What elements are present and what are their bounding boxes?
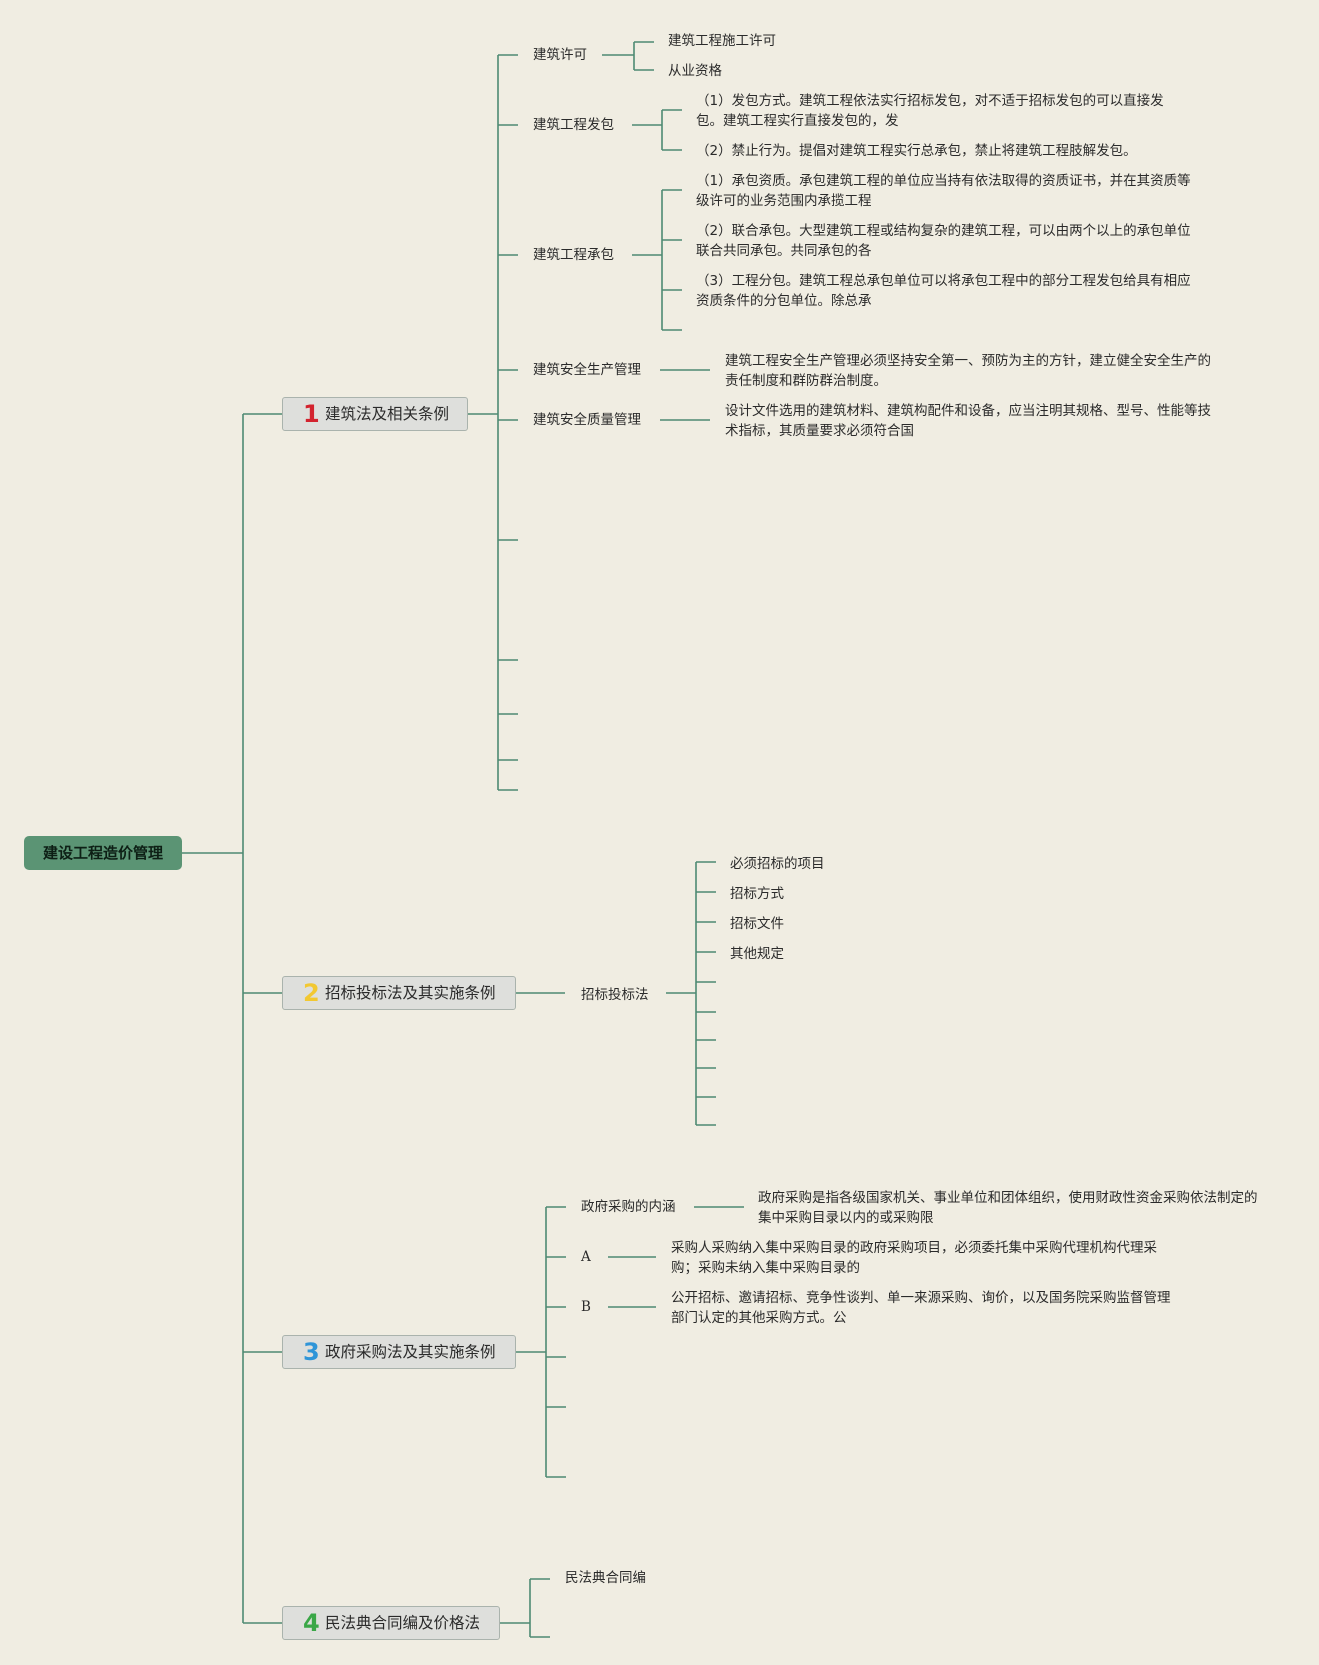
number-4-icon: 4 [303, 1609, 320, 1637]
leaf-mandatory-projects[interactable]: 必须招标的项目 [730, 856, 825, 872]
leaf-procurement-methods[interactable]: 公开招标、邀请招标、竞争性谈判、单一来源采购、询价，以及国务院采购监督管理部门认… [671, 1290, 1171, 1326]
branch-node-4[interactable]: 4 民法典合同编及价格法 [282, 1606, 500, 1640]
leaf-qualification[interactable]: 从业资格 [668, 63, 722, 79]
leaf-procurement-definition[interactable]: 政府采购是指各级国家机关、事业单位和团体组织，使用财政性资金采购依法制定的集中采… [758, 1190, 1258, 1226]
number-2-icon: 2 [303, 979, 320, 1007]
leaf-construction-permit[interactable]: 建筑工程施工许可 [668, 33, 776, 49]
branch-label: 政府采购法及其实施条例 [325, 1343, 496, 1361]
root-node[interactable]: 建设工程造价管理 [24, 836, 182, 870]
branch-label: 建筑法及相关条例 [325, 405, 450, 423]
leaf-material-specs[interactable]: 设计文件选用的建筑材料、建筑构配件和设备，应当注明其规格、型号、性能等技术指标，… [725, 403, 1211, 439]
leaf-centralized-procurement[interactable]: 采购人采购纳入集中采购目录的政府采购项目，必须委托集中采购代理机构代理采购；采购… [671, 1240, 1157, 1276]
leaf-other-rules[interactable]: 其他规定 [730, 946, 784, 962]
leaf-qualification-cert[interactable]: （1）承包资质。承包建筑工程的单位应当持有依法取得的资质证书，并在其资质等级许可… [696, 173, 1191, 209]
branch-node-1[interactable]: 1 建筑法及相关条例 [282, 397, 468, 431]
number-1-icon: 1 [303, 400, 320, 428]
node-b[interactable]: B [581, 1299, 591, 1315]
node-building-permit[interactable]: 建筑许可 [533, 47, 587, 63]
leaf-subcontracting[interactable]: （3）工程分包。建筑工程总承包单位可以将承包工程中的部分工程发包给具有相应资质条… [696, 273, 1191, 309]
leaf-bidding-methods[interactable]: 招标方式 [730, 886, 784, 902]
leaf-joint-contracting[interactable]: （2）联合承包。大型建筑工程或结构复杂的建筑工程，可以由两个以上的承包单位联合共… [696, 223, 1191, 259]
node-safety-quality[interactable]: 建筑安全质量管理 [533, 412, 641, 428]
leaf-bidding-documents[interactable]: 招标文件 [730, 916, 784, 932]
node-safety-production[interactable]: 建筑安全生产管理 [533, 362, 641, 378]
branch-label: 民法典合同编及价格法 [325, 1614, 481, 1632]
node-a[interactable]: A [581, 1249, 591, 1265]
leaf-prohibited-acts[interactable]: （2）禁止行为。提倡对建筑工程实行总承包，禁止将建筑工程肢解发包。 [696, 143, 1137, 159]
node-contracting[interactable]: 建筑工程承包 [533, 247, 614, 263]
number-3-icon: 3 [303, 1338, 320, 1366]
branch-node-2[interactable]: 2 招标投标法及其实施条例 [282, 976, 516, 1010]
node-civil-code-contracts[interactable]: 民法典合同编 [565, 1570, 646, 1586]
leaf-safety-policy[interactable]: 建筑工程安全生产管理必须坚持安全第一、预防为主的方针，建立健全安全生产的责任制度… [725, 353, 1211, 389]
node-bidding-law[interactable]: 招标投标法 [581, 987, 649, 1003]
branch-label: 招标投标法及其实施条例 [325, 984, 496, 1002]
leaf-contracting-method[interactable]: （1）发包方式。建筑工程依法实行招标发包，对不适于招标发包的可以直接发包。建筑工… [696, 93, 1164, 129]
branch-node-3[interactable]: 3 政府采购法及其实施条例 [282, 1335, 516, 1369]
node-procurement-meaning[interactable]: 政府采购的内涵 [581, 1199, 676, 1215]
node-contracting-out[interactable]: 建筑工程发包 [533, 117, 614, 133]
